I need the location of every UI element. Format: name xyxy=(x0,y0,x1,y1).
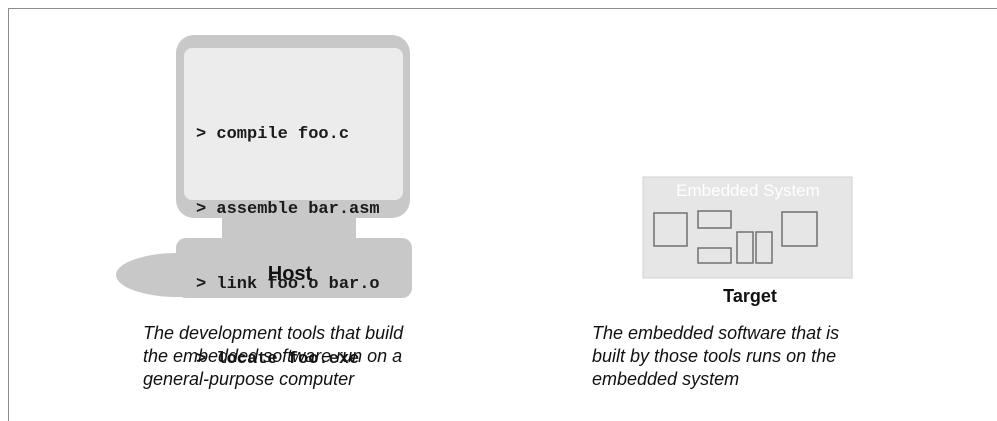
chip-small-top xyxy=(697,210,732,229)
host-label: Host xyxy=(267,263,313,285)
caption-line: embedded system xyxy=(592,369,740,389)
caption-line: the embedded software run on a xyxy=(143,346,403,366)
chip-large-left xyxy=(653,212,688,247)
target-caption: The embedded software that is built by t… xyxy=(592,322,839,391)
terminal-line: > link foo.o bar.o xyxy=(196,275,380,294)
caption-line: general-purpose computer xyxy=(143,369,355,389)
caption-line: built by those tools runs on the xyxy=(592,346,837,366)
host-caption: The development tools that build the emb… xyxy=(143,322,403,391)
chip-large-right xyxy=(781,211,818,247)
chip-tall-a xyxy=(736,231,754,264)
figure-frame-top xyxy=(8,8,997,9)
terminal-line: > assemble bar.asm xyxy=(196,200,380,219)
embedded-system-icon xyxy=(642,176,853,279)
embedded-system-title: Embedded System xyxy=(676,181,820,200)
caption-line: The development tools that build xyxy=(143,323,404,343)
terminal-output: > compile foo.c > assemble bar.asm > lin… xyxy=(196,72,380,397)
monitor-screen xyxy=(184,48,403,200)
terminal-line: > compile foo.c xyxy=(196,125,350,144)
terminal-line: > locate foo.exe xyxy=(196,350,360,369)
chip-small-bottom xyxy=(697,247,732,264)
caption-line: The embedded software that is xyxy=(592,323,840,343)
chip-tall-b xyxy=(755,231,773,264)
target-label: Target xyxy=(723,286,777,306)
keyboard-base xyxy=(176,238,412,298)
host-computer-icon xyxy=(116,35,412,298)
figure-frame-left xyxy=(8,8,9,421)
